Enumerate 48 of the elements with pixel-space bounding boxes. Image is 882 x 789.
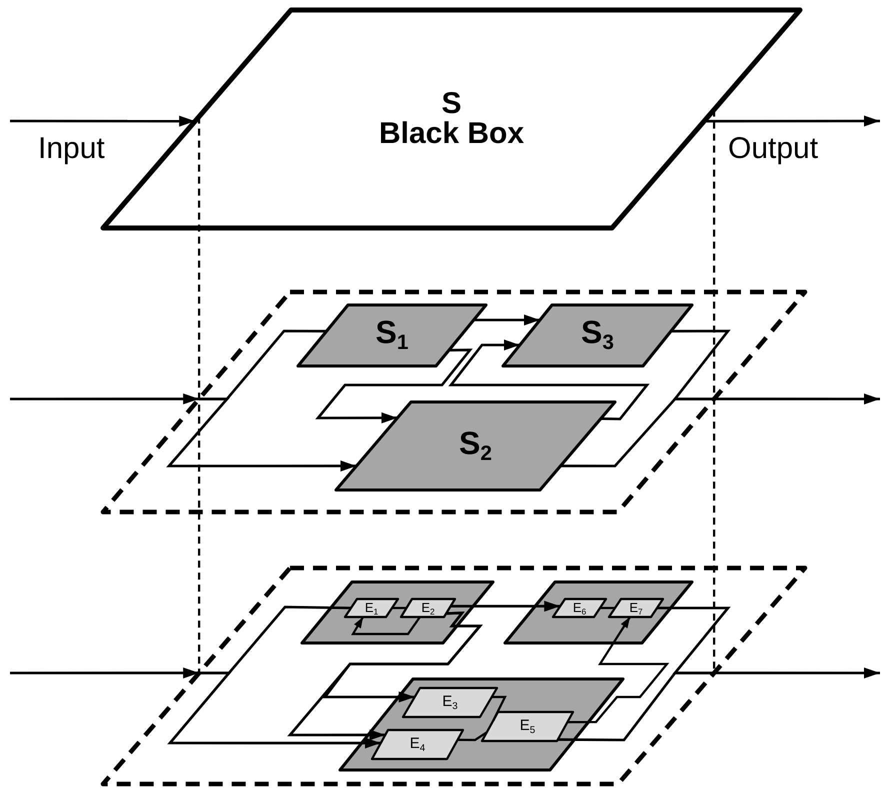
arrow (714, 394, 880, 404)
subsystem-box (503, 305, 692, 366)
arrow (10, 393, 200, 404)
arrow (10, 667, 200, 678)
arrow (567, 616, 670, 724)
arrow (167, 672, 381, 749)
box-label: S$_{3}$ (581, 316, 614, 355)
arrow (450, 600, 560, 612)
arrow (287, 612, 483, 740)
edge-label: Input (38, 134, 105, 164)
box-label: E$_{6}$ (572, 600, 586, 616)
box-label: E$_{4}$ (410, 736, 426, 754)
projection-line (198, 116, 200, 673)
connector-line (600, 606, 615, 610)
box-label: E$_{2}$ (421, 600, 435, 616)
box-label: E$_{1}$ (364, 600, 378, 616)
box-label: E$_{7}$ (629, 600, 643, 616)
box-label: E$_{3}$ (442, 694, 458, 712)
edge-label: Output (728, 134, 818, 164)
subsystem-box (302, 582, 493, 643)
arrow (474, 314, 540, 326)
connector-line (558, 672, 714, 742)
subsystem-box (336, 402, 615, 490)
arrow (10, 116, 196, 127)
layer-plane (103, 292, 805, 512)
arrow (315, 348, 473, 424)
element-box (609, 599, 663, 617)
arrow (448, 340, 650, 420)
box-label: S$_{2}$ (459, 426, 492, 466)
box-label: S (441, 89, 462, 119)
element-box (553, 599, 606, 617)
subsystem-box (298, 305, 486, 366)
connector-line (560, 398, 714, 468)
arrow (714, 668, 880, 678)
connector-line (670, 330, 731, 400)
connector-line (492, 696, 507, 722)
element-box (345, 599, 398, 617)
box-label: S$_{1}$ (376, 316, 408, 355)
connector-line (392, 606, 406, 610)
subsystem-box (505, 582, 692, 643)
arrow (351, 616, 421, 636)
arrow (166, 398, 356, 472)
box-label: E$_{5}$ (520, 718, 536, 736)
box-label: Black Box (378, 119, 524, 149)
layer-plane (103, 568, 805, 784)
subsystem-box (340, 679, 623, 770)
connector-line (458, 731, 488, 742)
arrow (704, 116, 880, 127)
